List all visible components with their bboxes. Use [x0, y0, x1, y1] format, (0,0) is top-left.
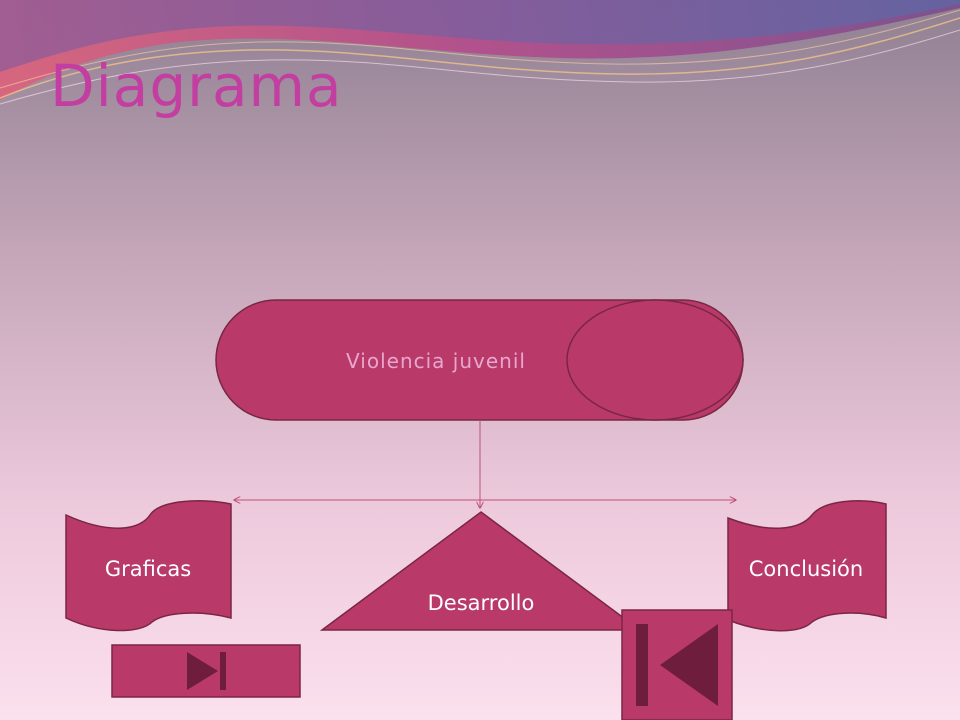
first-slide-button[interactable]	[621, 609, 733, 720]
main-node-label: Violencia juvenil	[346, 349, 526, 373]
center-node-label: Desarrollo	[428, 591, 535, 615]
connectors	[234, 420, 736, 508]
left-node-graficas: Graficas	[65, 500, 232, 632]
main-node-violencia-juvenil: Violencia juvenil	[215, 299, 744, 421]
center-node-desarrollo: Desarrollo	[319, 511, 643, 631]
left-node-label: Graficas	[105, 557, 191, 581]
next-track-icon	[187, 652, 226, 690]
right-node-conclusion: Conclusión	[727, 500, 887, 632]
header-waves	[0, 0, 960, 105]
first-track-icon	[636, 624, 718, 706]
slide-title: Diagrama	[50, 52, 343, 120]
next-slide-button[interactable]	[111, 644, 301, 698]
right-node-label: Conclusión	[749, 557, 863, 581]
